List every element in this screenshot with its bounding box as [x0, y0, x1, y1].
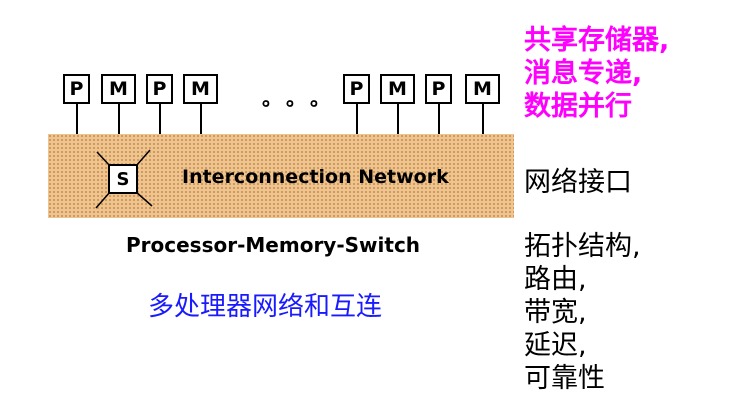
memory-node: M: [101, 74, 136, 104]
processor-node: P: [343, 74, 370, 104]
node-connector: [159, 104, 161, 134]
node-connector: [438, 104, 440, 134]
topic-line: 拓扑结构,: [524, 231, 641, 262]
topic-line: 路由,: [524, 264, 587, 295]
node-connector: [397, 104, 399, 134]
property-topics: 拓扑结构, 路由, 带宽, 延迟, 可靠性: [524, 230, 641, 395]
ellipsis: 。。。: [262, 86, 344, 110]
node-connector: [482, 104, 484, 134]
memory-node: M: [183, 74, 218, 104]
processor-node: P: [425, 74, 452, 104]
node-connector: [200, 104, 202, 134]
topic-line: 共享存储器,: [524, 25, 670, 56]
switch-link: [135, 149, 151, 167]
subtitle-cn: 多处理器网络和互连: [148, 292, 383, 322]
topic-line: 延迟,: [524, 330, 587, 361]
topic-line: 消息专递,: [524, 58, 643, 89]
network-label: Interconnection Network: [182, 166, 449, 188]
node-connector: [76, 104, 78, 134]
memory-node: M: [380, 74, 415, 104]
topic-line: 可靠性: [524, 363, 605, 394]
switch-link: [95, 191, 111, 209]
interconnection-network: [48, 134, 514, 218]
topic-line: 数据并行: [524, 91, 632, 122]
memory-node: M: [465, 74, 500, 104]
highlight-topics: 共享存储器, 消息专递, 数据并行: [524, 24, 669, 123]
topic-line: 带宽,: [524, 297, 587, 328]
pms-caption: Processor-Memory-Switch: [126, 233, 421, 257]
switch-link: [135, 191, 153, 207]
node-connector: [118, 104, 120, 134]
switch-node: S: [108, 164, 138, 194]
processor-node: P: [63, 74, 90, 104]
node-connector: [356, 104, 358, 134]
switch-link: [96, 151, 111, 167]
interface-topic: 网络接口: [524, 167, 632, 198]
processor-node: P: [146, 74, 173, 104]
